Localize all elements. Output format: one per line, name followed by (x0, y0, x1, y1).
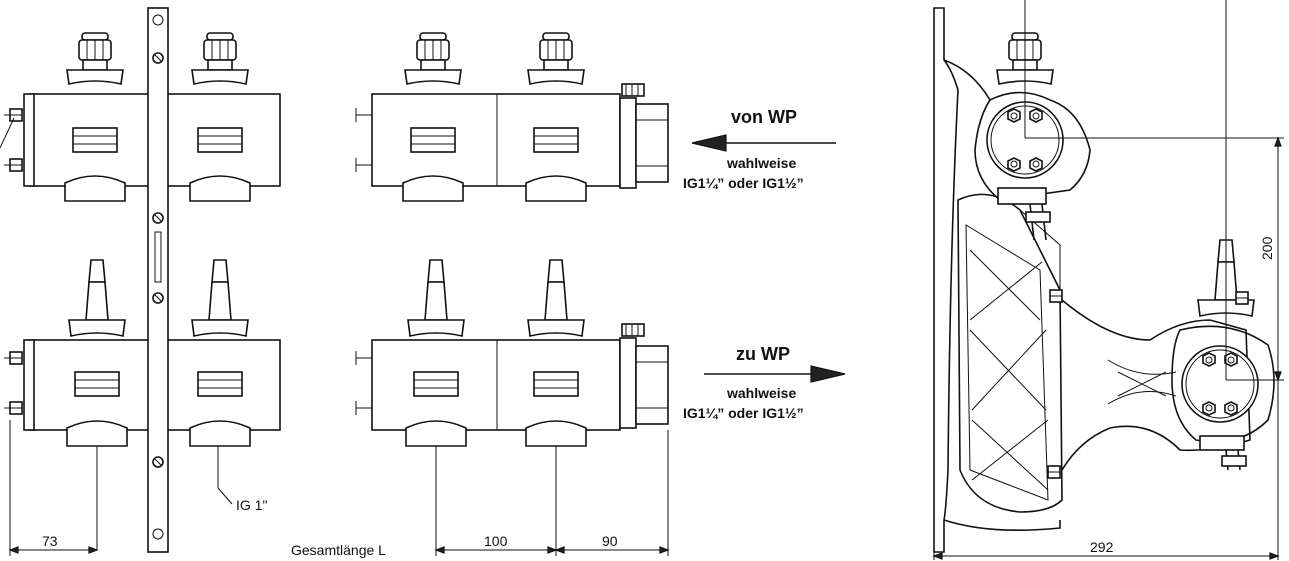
label-wahlweise-top: wahlweise (726, 155, 796, 171)
middle-top-manifold (355, 32, 669, 202)
flow-arrow-from-wp (691, 134, 836, 152)
middle-manifold-assembly (355, 32, 670, 556)
label-zu-wp: zu WP (736, 344, 790, 364)
label-gesamtlaenge: Gesamtlänge L (291, 542, 386, 558)
dimension-292-label: 292 (1090, 539, 1114, 555)
left-top-manifold (0, 32, 281, 202)
label-ig-option-bottom: IG1¼” oder IG1½” (683, 405, 804, 421)
dimension-73-label: 73 (42, 533, 58, 549)
label-ig-option-top: IG1¼” oder IG1½” (683, 175, 804, 191)
middle-bottom-manifold (355, 259, 669, 447)
label-ig1: IG 1" (236, 497, 267, 513)
flow-arrow-to-wp (704, 365, 846, 383)
dimension-100-label: 100 (484, 533, 508, 549)
dimension-73 (8, 420, 99, 556)
mounting-rail (147, 7, 169, 553)
side-view-bracket (932, 0, 1284, 560)
left-manifold-assembly (0, 7, 281, 556)
label-von-wp: von WP (731, 107, 797, 127)
dimension-100-90 (434, 430, 670, 556)
dimension-200-label: 200 (1259, 236, 1275, 260)
label-wahlweise-bottom: wahlweise (726, 385, 796, 401)
dimension-90-label: 90 (602, 533, 618, 549)
